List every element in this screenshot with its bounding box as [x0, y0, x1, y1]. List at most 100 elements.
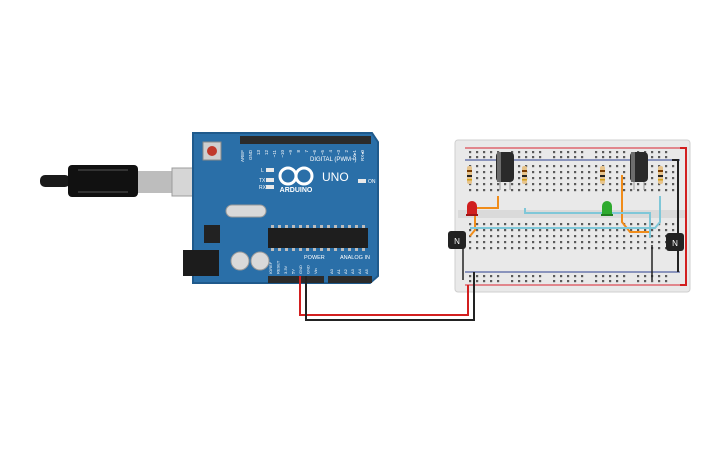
breadboard-hole[interactable] — [658, 247, 661, 250]
breadboard-hole[interactable] — [574, 235, 577, 238]
rail-hole[interactable] — [574, 151, 577, 154]
rail-hole[interactable] — [553, 151, 556, 154]
rail-hole[interactable] — [574, 280, 577, 283]
rail-hole[interactable] — [644, 151, 647, 154]
breadboard-hole[interactable] — [630, 241, 633, 244]
rail-hole[interactable] — [637, 275, 640, 278]
rail-hole[interactable] — [469, 156, 472, 159]
rail-hole[interactable] — [665, 275, 668, 278]
breadboard-hole[interactable] — [623, 189, 626, 192]
breadboard-hole[interactable] — [637, 183, 640, 186]
rail-hole[interactable] — [490, 156, 493, 159]
breadboard-hole[interactable] — [490, 247, 493, 250]
rail-hole[interactable] — [476, 275, 479, 278]
rail-hole[interactable] — [609, 280, 612, 283]
breadboard-hole[interactable] — [658, 183, 661, 186]
breadboard-hole[interactable] — [651, 223, 654, 226]
breadboard-hole[interactable] — [539, 235, 542, 238]
breadboard-hole[interactable] — [623, 229, 626, 232]
breadboard-hole[interactable] — [644, 189, 647, 192]
breadboard-hole[interactable] — [539, 177, 542, 180]
breadboard-hole[interactable] — [567, 235, 570, 238]
led-red[interactable] — [466, 201, 478, 216]
breadboard-hole[interactable] — [525, 247, 528, 250]
breadboard-hole[interactable] — [672, 223, 675, 226]
breadboard-hole[interactable] — [567, 241, 570, 244]
breadboard-hole[interactable] — [525, 229, 528, 232]
breadboard-hole[interactable] — [490, 229, 493, 232]
breadboard-hole[interactable] — [567, 247, 570, 250]
rail-hole[interactable] — [595, 275, 598, 278]
led-green[interactable] — [601, 201, 613, 216]
breadboard-hole[interactable] — [595, 165, 598, 168]
breadboard-hole[interactable] — [588, 165, 591, 168]
breadboard-hole[interactable] — [637, 235, 640, 238]
breadboard-hole[interactable] — [546, 189, 549, 192]
breadboard-hole[interactable] — [595, 229, 598, 232]
rail-hole[interactable] — [525, 151, 528, 154]
breadboard-hole[interactable] — [609, 241, 612, 244]
breadboard-hole[interactable] — [539, 241, 542, 244]
breadboard-hole[interactable] — [609, 177, 612, 180]
breadboard-hole[interactable] — [504, 189, 507, 192]
breadboard-hole[interactable] — [511, 241, 514, 244]
breadboard-hole[interactable] — [518, 241, 521, 244]
resistor-1[interactable] — [467, 166, 472, 184]
rail-hole[interactable] — [539, 280, 542, 283]
breadboard-hole[interactable] — [497, 241, 500, 244]
breadboard-hole[interactable] — [511, 223, 514, 226]
breadboard-hole[interactable] — [518, 223, 521, 226]
breadboard-hole[interactable] — [616, 171, 619, 174]
breadboard-hole[interactable] — [532, 235, 535, 238]
capacitor-right[interactable] — [630, 152, 648, 190]
breadboard-hole[interactable] — [518, 229, 521, 232]
breadboard-hole[interactable] — [469, 229, 472, 232]
breadboard-hole[interactable] — [630, 183, 633, 186]
breadboard-hole[interactable] — [644, 223, 647, 226]
breadboard-hole[interactable] — [518, 183, 521, 186]
breadboard-hole[interactable] — [490, 223, 493, 226]
breadboard-hole[interactable] — [490, 241, 493, 244]
breadboard-hole[interactable] — [483, 229, 486, 232]
breadboard-hole[interactable] — [532, 177, 535, 180]
rail-hole[interactable] — [651, 280, 654, 283]
breadboard-hole[interactable] — [553, 165, 556, 168]
breadboard-hole[interactable] — [504, 183, 507, 186]
breadboard-hole[interactable] — [567, 165, 570, 168]
rail-hole[interactable] — [665, 151, 668, 154]
rail-hole[interactable] — [553, 156, 556, 159]
breadboard-hole[interactable] — [581, 165, 584, 168]
breadboard-hole[interactable] — [511, 189, 514, 192]
breadboard-hole[interactable] — [574, 183, 577, 186]
breadboard-hole[interactable] — [602, 229, 605, 232]
breadboard-hole[interactable] — [609, 189, 612, 192]
breadboard-hole[interactable] — [651, 171, 654, 174]
rail-hole[interactable] — [560, 156, 563, 159]
breadboard-hole[interactable] — [567, 223, 570, 226]
transistor-left[interactable]: N — [448, 231, 466, 249]
breadboard-hole[interactable] — [672, 229, 675, 232]
breadboard-hole[interactable] — [476, 229, 479, 232]
rail-hole[interactable] — [616, 280, 619, 283]
breadboard-hole[interactable] — [644, 183, 647, 186]
breadboard-hole[interactable] — [609, 223, 612, 226]
breadboard-hole[interactable] — [553, 183, 556, 186]
breadboard-hole[interactable] — [581, 171, 584, 174]
resistor-2[interactable] — [522, 166, 527, 184]
breadboard-hole[interactable] — [546, 177, 549, 180]
rail-hole[interactable] — [483, 156, 486, 159]
breadboard-hole[interactable] — [560, 177, 563, 180]
breadboard-hole[interactable] — [497, 247, 500, 250]
breadboard-hole[interactable] — [546, 247, 549, 250]
breadboard-hole[interactable] — [609, 235, 612, 238]
breadboard-hole[interactable] — [588, 223, 591, 226]
breadboard-hole[interactable] — [658, 235, 661, 238]
breadboard-hole[interactable] — [490, 189, 493, 192]
breadboard-hole[interactable] — [560, 171, 563, 174]
breadboard-hole[interactable] — [672, 183, 675, 186]
rail-hole[interactable] — [644, 275, 647, 278]
breadboard-hole[interactable] — [483, 165, 486, 168]
breadboard-hole[interactable] — [581, 241, 584, 244]
breadboard-hole[interactable] — [637, 241, 640, 244]
